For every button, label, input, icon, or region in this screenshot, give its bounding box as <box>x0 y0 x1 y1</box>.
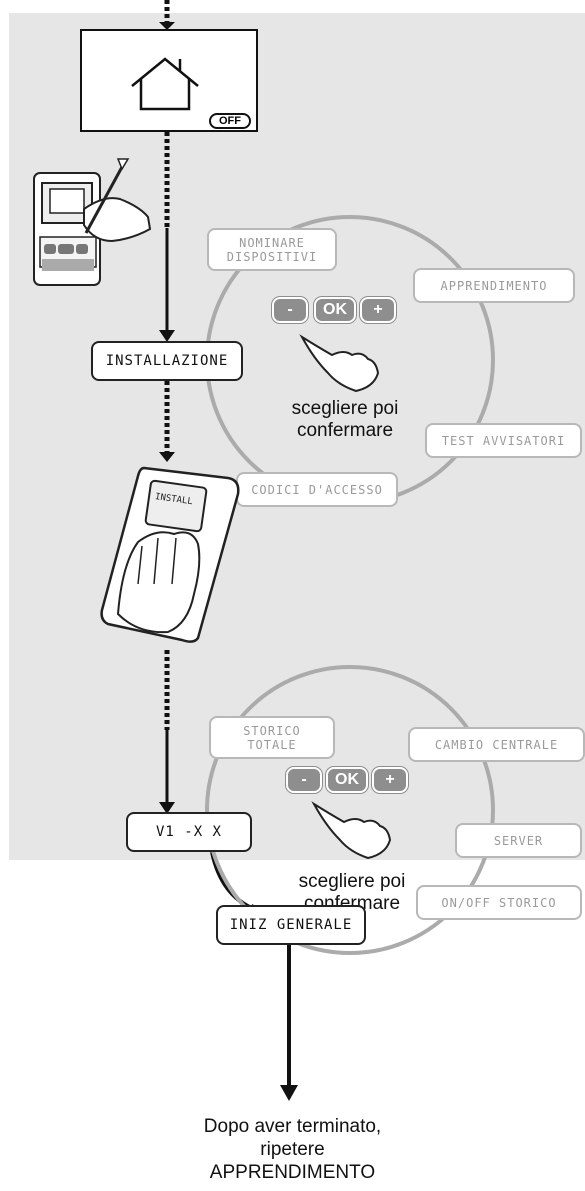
off-badge: OFF <box>209 113 251 129</box>
arrowhead-bottom <box>280 1085 298 1101</box>
caption-2-line1: scegliere poi <box>298 871 406 892</box>
version-step: V1 -X X <box>126 812 252 852</box>
menu-onoff-storico[interactable]: ON/OFF STORICO <box>416 885 582 920</box>
alarm-screen: OFF <box>80 29 258 132</box>
arrowhead-install <box>159 330 175 342</box>
footer-line2: ripetere <box>260 1139 325 1160</box>
arrowhead-version <box>159 802 175 814</box>
menu-storico-totale[interactable]: STORICO TOTALE <box>209 716 335 759</box>
menu-cambio-centrale[interactable]: CAMBIO CENTRALE <box>408 727 585 762</box>
iniz-generale-step: INIZ GENERALE <box>216 905 366 945</box>
nominare-line1: NOMINARE <box>239 235 305 250</box>
menu-codici-accesso[interactable]: CODICI D'ACCESSO <box>236 472 398 507</box>
ok-button-1[interactable]: OK <box>314 297 356 323</box>
pressing-hand-icon <box>116 531 201 634</box>
storico-line2: TOTALE <box>247 737 297 752</box>
storico-line1: STORICO <box>243 723 301 738</box>
menu-nominare-dispositivi[interactable]: NOMINARE DISPOSITIVI <box>207 228 337 271</box>
minus-button-1[interactable]: - <box>272 297 308 323</box>
menu-server[interactable]: SERVER <box>455 823 582 858</box>
caption-1: scegliere poi confermare <box>255 398 435 442</box>
connector-curve <box>210 851 263 914</box>
menu-apprendimento[interactable]: APPRENDIMENTO <box>413 268 575 303</box>
footer-line3: APPRENDIMENTO <box>209 1162 376 1183</box>
footer-instruction: Dopo aver terminato, ripetere APPRENDIME… <box>0 1115 585 1184</box>
arrowhead-top <box>159 22 175 30</box>
pointing-hand-icon-2 <box>311 801 392 860</box>
nominare-line2: DISPOSITIVI <box>226 249 318 264</box>
arrowhead-remote <box>159 452 175 462</box>
footer-line1: Dopo aver terminato, <box>203 1116 382 1137</box>
home-icon <box>131 57 199 111</box>
remote-control-icon: INSTALL <box>100 466 240 643</box>
plus-button-1[interactable]: + <box>360 297 396 323</box>
menu-test-avvisatori[interactable]: TEST AVVISATORI <box>425 423 582 458</box>
pointing-hand-icon <box>299 334 380 393</box>
ok-button-2[interactable]: OK <box>326 767 368 793</box>
keypad-icon <box>33 158 152 286</box>
minus-button-2[interactable]: - <box>286 767 322 793</box>
caption-1-line2: confermare <box>296 420 394 441</box>
plus-button-2[interactable]: + <box>372 767 408 793</box>
caption-1-line1: scegliere poi <box>291 398 399 419</box>
installazione-step: INSTALLAZIONE <box>91 341 243 381</box>
menu-circle-2 <box>205 665 495 955</box>
